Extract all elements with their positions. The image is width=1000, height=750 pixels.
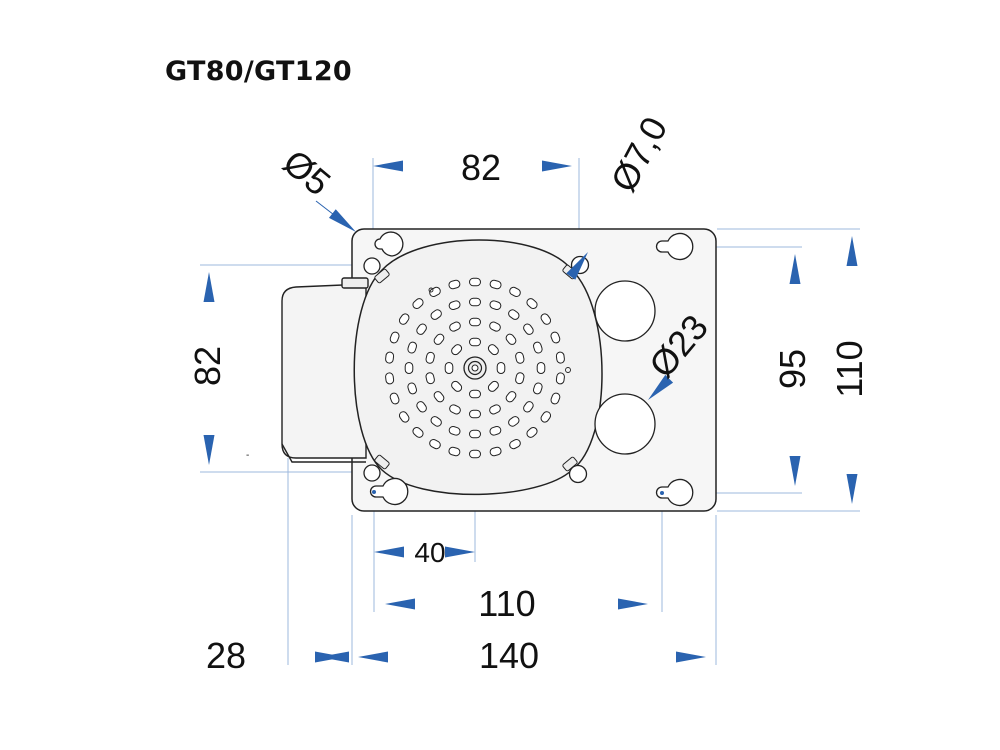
grille-slot	[515, 351, 525, 364]
grille-slot	[416, 323, 427, 335]
grille-slot	[469, 389, 481, 399]
grille-slot	[532, 341, 543, 354]
grille-slot	[508, 416, 520, 427]
grille-slot	[496, 362, 506, 374]
grille-slot	[430, 309, 442, 320]
grille-slot	[469, 317, 481, 327]
hole-5-bottom	[363, 464, 381, 482]
grille-slot	[505, 333, 517, 345]
grille-slot	[555, 372, 565, 385]
grille-slot	[451, 344, 463, 356]
keyhole-top-left	[374, 231, 404, 257]
grille-slot	[540, 411, 552, 423]
grille-slot	[550, 392, 561, 405]
grille-slot	[448, 425, 461, 436]
dim-110-bottom: 110	[478, 583, 535, 624]
dim-82-left: 82	[187, 346, 228, 386]
grille-slot	[505, 391, 517, 403]
grille-slot	[404, 362, 414, 374]
mounting-holes	[363, 231, 694, 507]
grille-slot	[469, 449, 481, 459]
grille-slot	[449, 404, 461, 415]
grille-slot	[425, 372, 435, 385]
grille-slot	[509, 439, 521, 450]
grille-slot	[555, 351, 565, 364]
keyhole-top-right	[655, 232, 694, 261]
keyhole-bottom-right	[655, 478, 694, 507]
grille-slot	[448, 446, 461, 457]
hole-7-bottom	[568, 464, 588, 484]
grille-slot	[489, 300, 502, 311]
grille-slot	[489, 446, 502, 457]
grille-slot	[540, 313, 552, 325]
grille-slot	[508, 309, 520, 320]
drawing-title: GT80/GT120	[165, 56, 353, 87]
dim-95: 95	[772, 349, 813, 389]
grille-slot	[469, 277, 481, 287]
fan-housing	[353, 239, 603, 496]
dim-110-right: 110	[829, 340, 870, 397]
grille-slot	[412, 426, 424, 438]
dim-dia-7: Ø7,0	[603, 110, 676, 198]
grille-slot	[398, 411, 410, 423]
grille-slot	[416, 401, 427, 413]
grille-slot	[407, 382, 418, 395]
grille-slot	[389, 331, 400, 344]
grille-slot	[523, 401, 534, 413]
grille-slot	[389, 392, 400, 405]
grille-slot	[398, 313, 410, 325]
svg-text:-: -	[246, 450, 249, 461]
grille-slot	[489, 404, 501, 415]
dim-40: 40	[414, 537, 445, 568]
grille-slot	[515, 372, 525, 385]
grille-slot	[433, 333, 445, 345]
grille-slot	[448, 279, 461, 290]
grille-slot	[487, 380, 499, 392]
grille-slot	[487, 344, 499, 356]
hub-center	[471, 364, 479, 372]
keyhole-bottom-left	[369, 477, 409, 506]
hole-23-top	[594, 280, 656, 342]
grille-slot	[509, 286, 521, 297]
grille-slot	[429, 439, 441, 450]
grille-slot	[469, 429, 481, 439]
dim-dia-5: Ø5	[275, 141, 338, 203]
dimension-arrows	[203, 160, 858, 663]
hole-5-top	[363, 257, 381, 275]
grille-slot	[489, 425, 502, 436]
grille-slot	[526, 426, 538, 438]
fan-grille	[385, 277, 565, 459]
grille-slot	[526, 298, 538, 310]
grille-slot	[385, 351, 395, 364]
grille-slot	[469, 337, 481, 347]
grille-slot	[523, 323, 534, 335]
grille-slot	[469, 409, 481, 419]
grille-slot	[448, 300, 461, 311]
motor-housing	[281, 277, 369, 463]
grille-slot	[536, 362, 546, 374]
grille-slot	[412, 298, 424, 310]
grille-slot	[430, 416, 442, 427]
grille-slot	[444, 362, 454, 374]
grille-slot	[451, 380, 463, 392]
grille-slot	[407, 341, 418, 354]
grille-slot	[532, 382, 543, 395]
hole-23-bottom	[594, 393, 656, 455]
grille-slot	[550, 331, 561, 344]
grille-slot	[489, 279, 502, 290]
dim-28: 28	[206, 635, 246, 676]
dim-140: 140	[479, 635, 539, 676]
grille-slot	[489, 321, 501, 332]
grille-slot	[429, 286, 441, 297]
grille-slot	[425, 351, 435, 364]
grille-slot	[433, 391, 445, 403]
grille-slot	[469, 297, 481, 307]
dim-82-top: 82	[461, 147, 501, 188]
grille-slot	[449, 321, 461, 332]
grille-slot	[385, 372, 395, 385]
